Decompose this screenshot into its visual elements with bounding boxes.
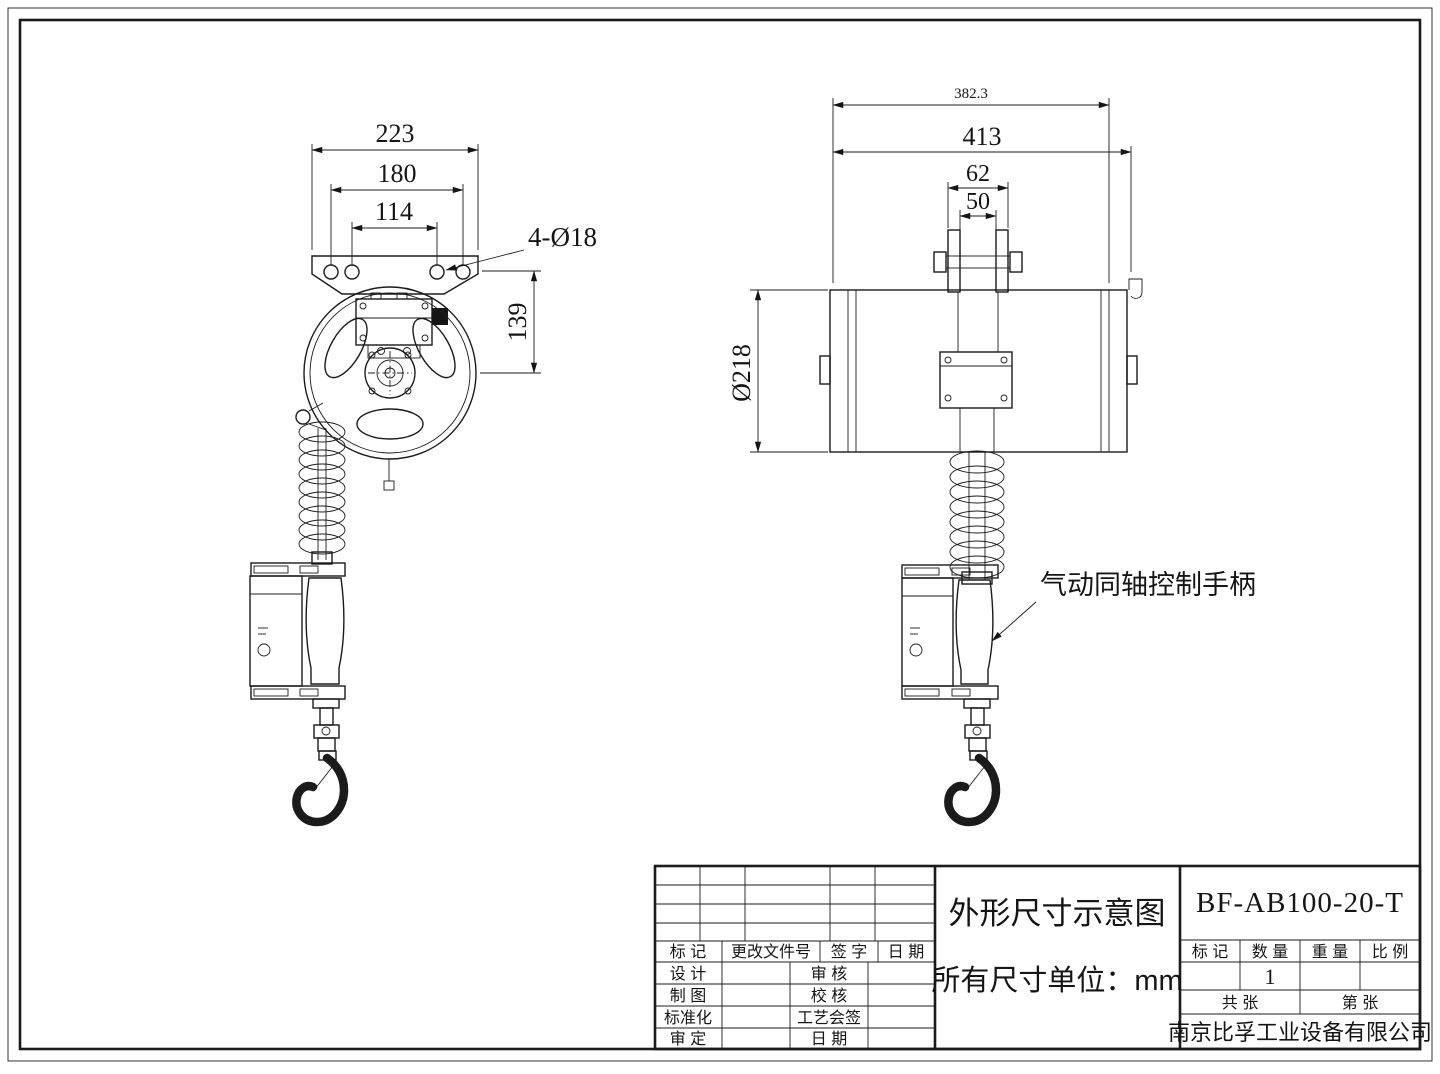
drawing-title: 外形尺寸示意图 [949,896,1166,931]
spec-quantity: 数 量 [1252,943,1288,961]
front-balancer-spring [298,421,346,565]
side-body-cylinder [819,278,1143,453]
sheet-total: 共 张 [1222,994,1258,1012]
company-name: 南京比孚工业设备有限公司 [1168,1020,1432,1045]
front-balancer-drum [303,286,477,491]
role-draft: 制 图 [670,987,706,1005]
front-top-mount-plate [311,255,479,295]
side-control-handle [901,564,999,752]
spec-weight: 重 量 [1312,943,1348,961]
role-process-signoff: 工艺会签 [797,1009,861,1027]
front-view: 223 180 114 4-Ø18 139 [249,119,597,827]
quantity-value: 1 [1265,964,1276,989]
role-design: 设 计 [670,965,706,983]
dim-180: 180 [378,159,417,188]
dim-50: 50 [966,189,990,215]
role-approve: 审 定 [670,1030,706,1048]
dim-diameter-218: Ø218 [727,344,756,402]
side-dimensions: 382.3 413 62 50 Ø218 气动同轴控制手柄 [727,86,1256,642]
front-dimensions: 223 180 114 4-Ø18 139 [311,119,597,374]
spec-scale: 比 例 [1372,943,1408,961]
dim-382: 382.3 [954,86,988,102]
col-date: 日 期 [888,943,924,961]
side-hook [944,750,1001,827]
dim-139: 139 [503,303,532,342]
col-signature: 签 字 [831,943,867,961]
side-view: 382.3 413 62 50 Ø218 气动同轴控制手柄 [727,86,1256,827]
title-block-left-table: 标 记 更改文件号 签 字 日 期 设 计 审 核 制 图 校 核 标准化 工艺… [655,866,935,1049]
dim-114: 114 [375,197,413,226]
spec-mark: 标 记 [1192,943,1228,961]
col-change-doc: 更改文件号 [731,943,811,961]
front-air-inlet-lug [295,402,327,431]
hole-callout: 4-Ø18 [528,222,597,252]
units-note: 所有尺寸单位：mm [931,964,1182,997]
dim-413: 413 [963,122,1002,151]
title-block: 标 记 更改文件号 签 字 日 期 设 计 审 核 制 图 校 核 标准化 工艺… [653,864,1432,1051]
col-mark: 标 记 [670,943,706,961]
title-block-middle: 外形尺寸示意图 所有尺寸单位：mm [931,896,1182,997]
part-number: BF-AB100-20-T [1196,887,1404,919]
handle-callout-label: 气动同轴控制手柄 [1040,570,1256,600]
side-balancer-spring [949,450,1005,585]
role-standardization: 标准化 [664,1009,712,1027]
dim-62: 62 [966,161,990,187]
side-suspension-clevis [933,229,1023,453]
front-hook [292,750,349,827]
sheet-number: 第 张 [1342,994,1378,1012]
front-control-handle [249,562,346,752]
role-date: 日 期 [811,1030,847,1048]
title-block-right-table: BF-AB100-20-T 标 记 数 量 重 量 比 例 1 共 张 第 张 … [1168,887,1432,1045]
dim-223: 223 [376,119,415,148]
role-check: 校 核 [811,987,847,1005]
role-review: 审 核 [811,965,847,983]
